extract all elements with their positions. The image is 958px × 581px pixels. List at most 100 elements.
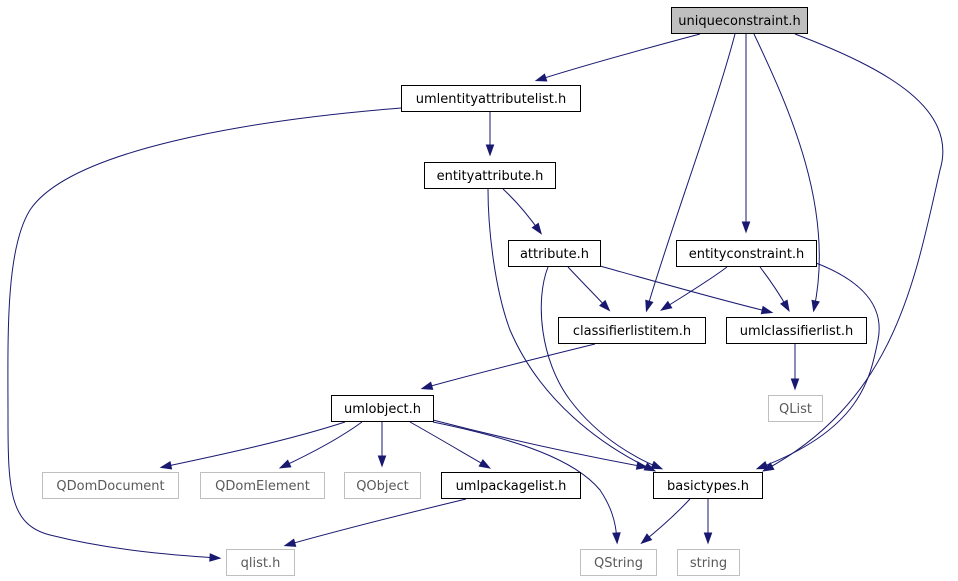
node-qlist-label: qlist.h xyxy=(241,556,281,571)
edge-umlobject-to-QString-arrowhead xyxy=(612,532,621,545)
node-basictypes-box xyxy=(653,472,763,499)
edge-basictypes-to-QString-arrowhead xyxy=(640,533,653,545)
node-QDomElement[interactable]: QDomElement xyxy=(200,472,325,499)
edge-uniqueconstraint-to-classifierlistitem-line xyxy=(646,33,736,310)
edge-umlentityattributelist-to-entityattribute-arrowhead xyxy=(485,144,495,157)
node-uniqueconstraint-label: uniqueconstraint.h xyxy=(678,14,800,29)
edge-attribute-to-classifierlistitem xyxy=(567,266,611,312)
edge-entityattribute-to-basictypes-line xyxy=(487,188,654,471)
edge-uniqueconstraint-to-classifierlistitem xyxy=(645,33,736,313)
node-entityattribute[interactable]: entityattribute.h xyxy=(424,162,556,189)
node-uniqueconstraint[interactable]: uniqueconstraint.h xyxy=(671,7,808,34)
edge-uniqueconstraint-to-entityconstraint xyxy=(741,34,751,234)
edge-classifierlistitem-to-umlobject-arrowhead xyxy=(420,381,434,390)
edge-uniqueconstraint-to-umlentityattributelist xyxy=(534,33,701,82)
node-QList-label: QList xyxy=(779,402,812,417)
node-QDomDocument-label: QDomDocument xyxy=(56,479,164,494)
edge-uniqueconstraint-to-umlclassifierlist-line xyxy=(753,33,820,310)
node-entityconstraint-label: entityconstraint.h xyxy=(689,247,805,262)
edge-entityconstraint-to-basictypes xyxy=(755,262,880,470)
edge-attribute-to-basictypes xyxy=(540,266,664,470)
node-QObject-label: QObject xyxy=(356,479,409,494)
node-entityattribute-box xyxy=(424,162,556,189)
node-string[interactable]: string xyxy=(677,549,740,576)
node-classifierlistitem[interactable]: classifierlistitem.h xyxy=(558,317,706,344)
node-basictypes[interactable]: basictypes.h xyxy=(653,472,763,499)
edge-umlpackagelist-to-qlist-line xyxy=(286,498,467,546)
edge-attribute-to-basictypes-line xyxy=(540,266,661,469)
node-umlclassifierlist-box xyxy=(726,317,867,344)
edge-umlobject-to-QDomElement xyxy=(278,421,363,469)
node-attribute-box xyxy=(508,240,601,267)
edge-umlobject-to-umlpackagelist-arrowhead xyxy=(478,459,492,469)
node-string-box xyxy=(677,549,740,576)
edge-uniqueconstraint-to-umlentityattributelist-arrowhead xyxy=(534,73,548,82)
node-attribute[interactable]: attribute.h xyxy=(508,240,601,267)
node-QString[interactable]: QString xyxy=(580,549,657,576)
edge-attribute-to-classifierlistitem-arrowhead xyxy=(599,299,611,312)
edge-entityconstraint-to-classifierlistitem xyxy=(660,266,728,311)
node-umlobject-box xyxy=(331,395,434,422)
node-umlentityattributelist-box xyxy=(401,85,581,112)
edge-entityconstraint-to-basictypes-line xyxy=(758,262,880,469)
node-QString-box xyxy=(580,549,657,576)
node-QList[interactable]: QList xyxy=(768,395,823,422)
edge-umlpackagelist-to-qlist xyxy=(283,498,467,547)
edge-umlobject-to-basictypes xyxy=(432,419,649,470)
node-entityconstraint[interactable]: entityconstraint.h xyxy=(676,240,817,267)
node-classifierlistitem-label: classifierlistitem.h xyxy=(573,324,691,339)
edge-classifierlistitem-to-umlobject-line xyxy=(423,343,596,389)
edge-basictypes-to-string xyxy=(703,499,713,545)
nodes-layer: uniqueconstraint.h umlentityattributelist… xyxy=(42,7,867,576)
node-basictypes-label: basictypes.h xyxy=(667,479,749,494)
node-QDomDocument[interactable]: QDomDocument xyxy=(42,472,179,499)
edge-umlpackagelist-to-qlist-arrowhead xyxy=(283,538,297,547)
edge-basictypes-to-QString-line xyxy=(642,498,691,543)
edge-uniqueconstraint-to-umlclassifierlist-arrowhead xyxy=(811,299,820,313)
edge-classifierlistitem-to-umlobject xyxy=(420,343,596,390)
edge-umlentityattributelist-to-qlist-line xyxy=(7,107,402,559)
edge-umlobject-to-basictypes-line xyxy=(432,419,646,468)
edge-umlobject-to-QDomElement-arrowhead xyxy=(278,459,292,469)
edge-uniqueconstraint-to-entityconstraint-arrowhead xyxy=(741,221,751,234)
node-QDomDocument-box xyxy=(42,472,179,499)
node-umlobject-label: umlobject.h xyxy=(344,402,421,417)
node-classifierlistitem-box xyxy=(558,317,706,344)
node-qlist-box xyxy=(226,549,295,576)
edge-uniqueconstraint-to-umlentityattributelist-line xyxy=(537,33,701,81)
node-QObject[interactable]: QObject xyxy=(344,472,421,499)
node-uniqueconstraint-box xyxy=(671,7,808,34)
node-string-label: string xyxy=(690,556,727,571)
edge-attribute-to-umlclassifierlist-line xyxy=(599,265,771,313)
node-umlentityattributelist[interactable]: umlentityattributelist.h xyxy=(401,85,581,112)
edge-umlobject-to-QObject xyxy=(377,422,387,468)
edge-attribute-to-classifierlistitem-line xyxy=(567,266,609,310)
edge-umlobject-to-basictypes-arrowhead xyxy=(635,461,649,470)
edge-entityattribute-to-attribute-arrowhead xyxy=(531,222,543,235)
edge-basictypes-to-QString xyxy=(640,498,691,545)
edge-umlentityattributelist-to-entityattribute xyxy=(485,112,495,157)
edge-basictypes-to-string-arrowhead xyxy=(703,532,713,545)
node-umlclassifierlist[interactable]: umlclassifierlist.h xyxy=(726,317,867,344)
node-umlclassifierlist-label: umlclassifierlist.h xyxy=(740,324,853,339)
edge-umlentityattributelist-to-qlist xyxy=(7,107,402,562)
node-umlpackagelist[interactable]: umlpackagelist.h xyxy=(441,472,581,499)
edge-umlobject-to-umlpackagelist-line xyxy=(409,421,489,468)
edge-umlentityattributelist-to-qlist-arrowhead xyxy=(209,553,222,562)
edge-umlobject-to-QString xyxy=(432,421,621,545)
node-umlobject[interactable]: umlobject.h xyxy=(331,395,434,422)
edge-attribute-to-umlclassifierlist-arrowhead xyxy=(760,305,774,315)
node-QString-label: QString xyxy=(594,556,643,571)
node-entityattribute-label: entityattribute.h xyxy=(437,169,544,184)
node-entityconstraint-box xyxy=(676,240,817,267)
edges-layer xyxy=(7,33,944,562)
node-umlpackagelist-box xyxy=(441,472,581,499)
edge-attribute-to-basictypes-arrowhead xyxy=(650,460,664,470)
edge-entityconstraint-to-classifierlistitem-line xyxy=(662,266,728,310)
edge-entityattribute-to-attribute xyxy=(502,188,543,235)
edge-umlobject-to-QDomElement-line xyxy=(281,421,363,468)
edge-umlobject-to-umlpackagelist xyxy=(409,421,492,469)
node-qlist[interactable]: qlist.h xyxy=(226,549,295,576)
edge-umlobject-to-QObject-arrowhead xyxy=(377,455,387,468)
